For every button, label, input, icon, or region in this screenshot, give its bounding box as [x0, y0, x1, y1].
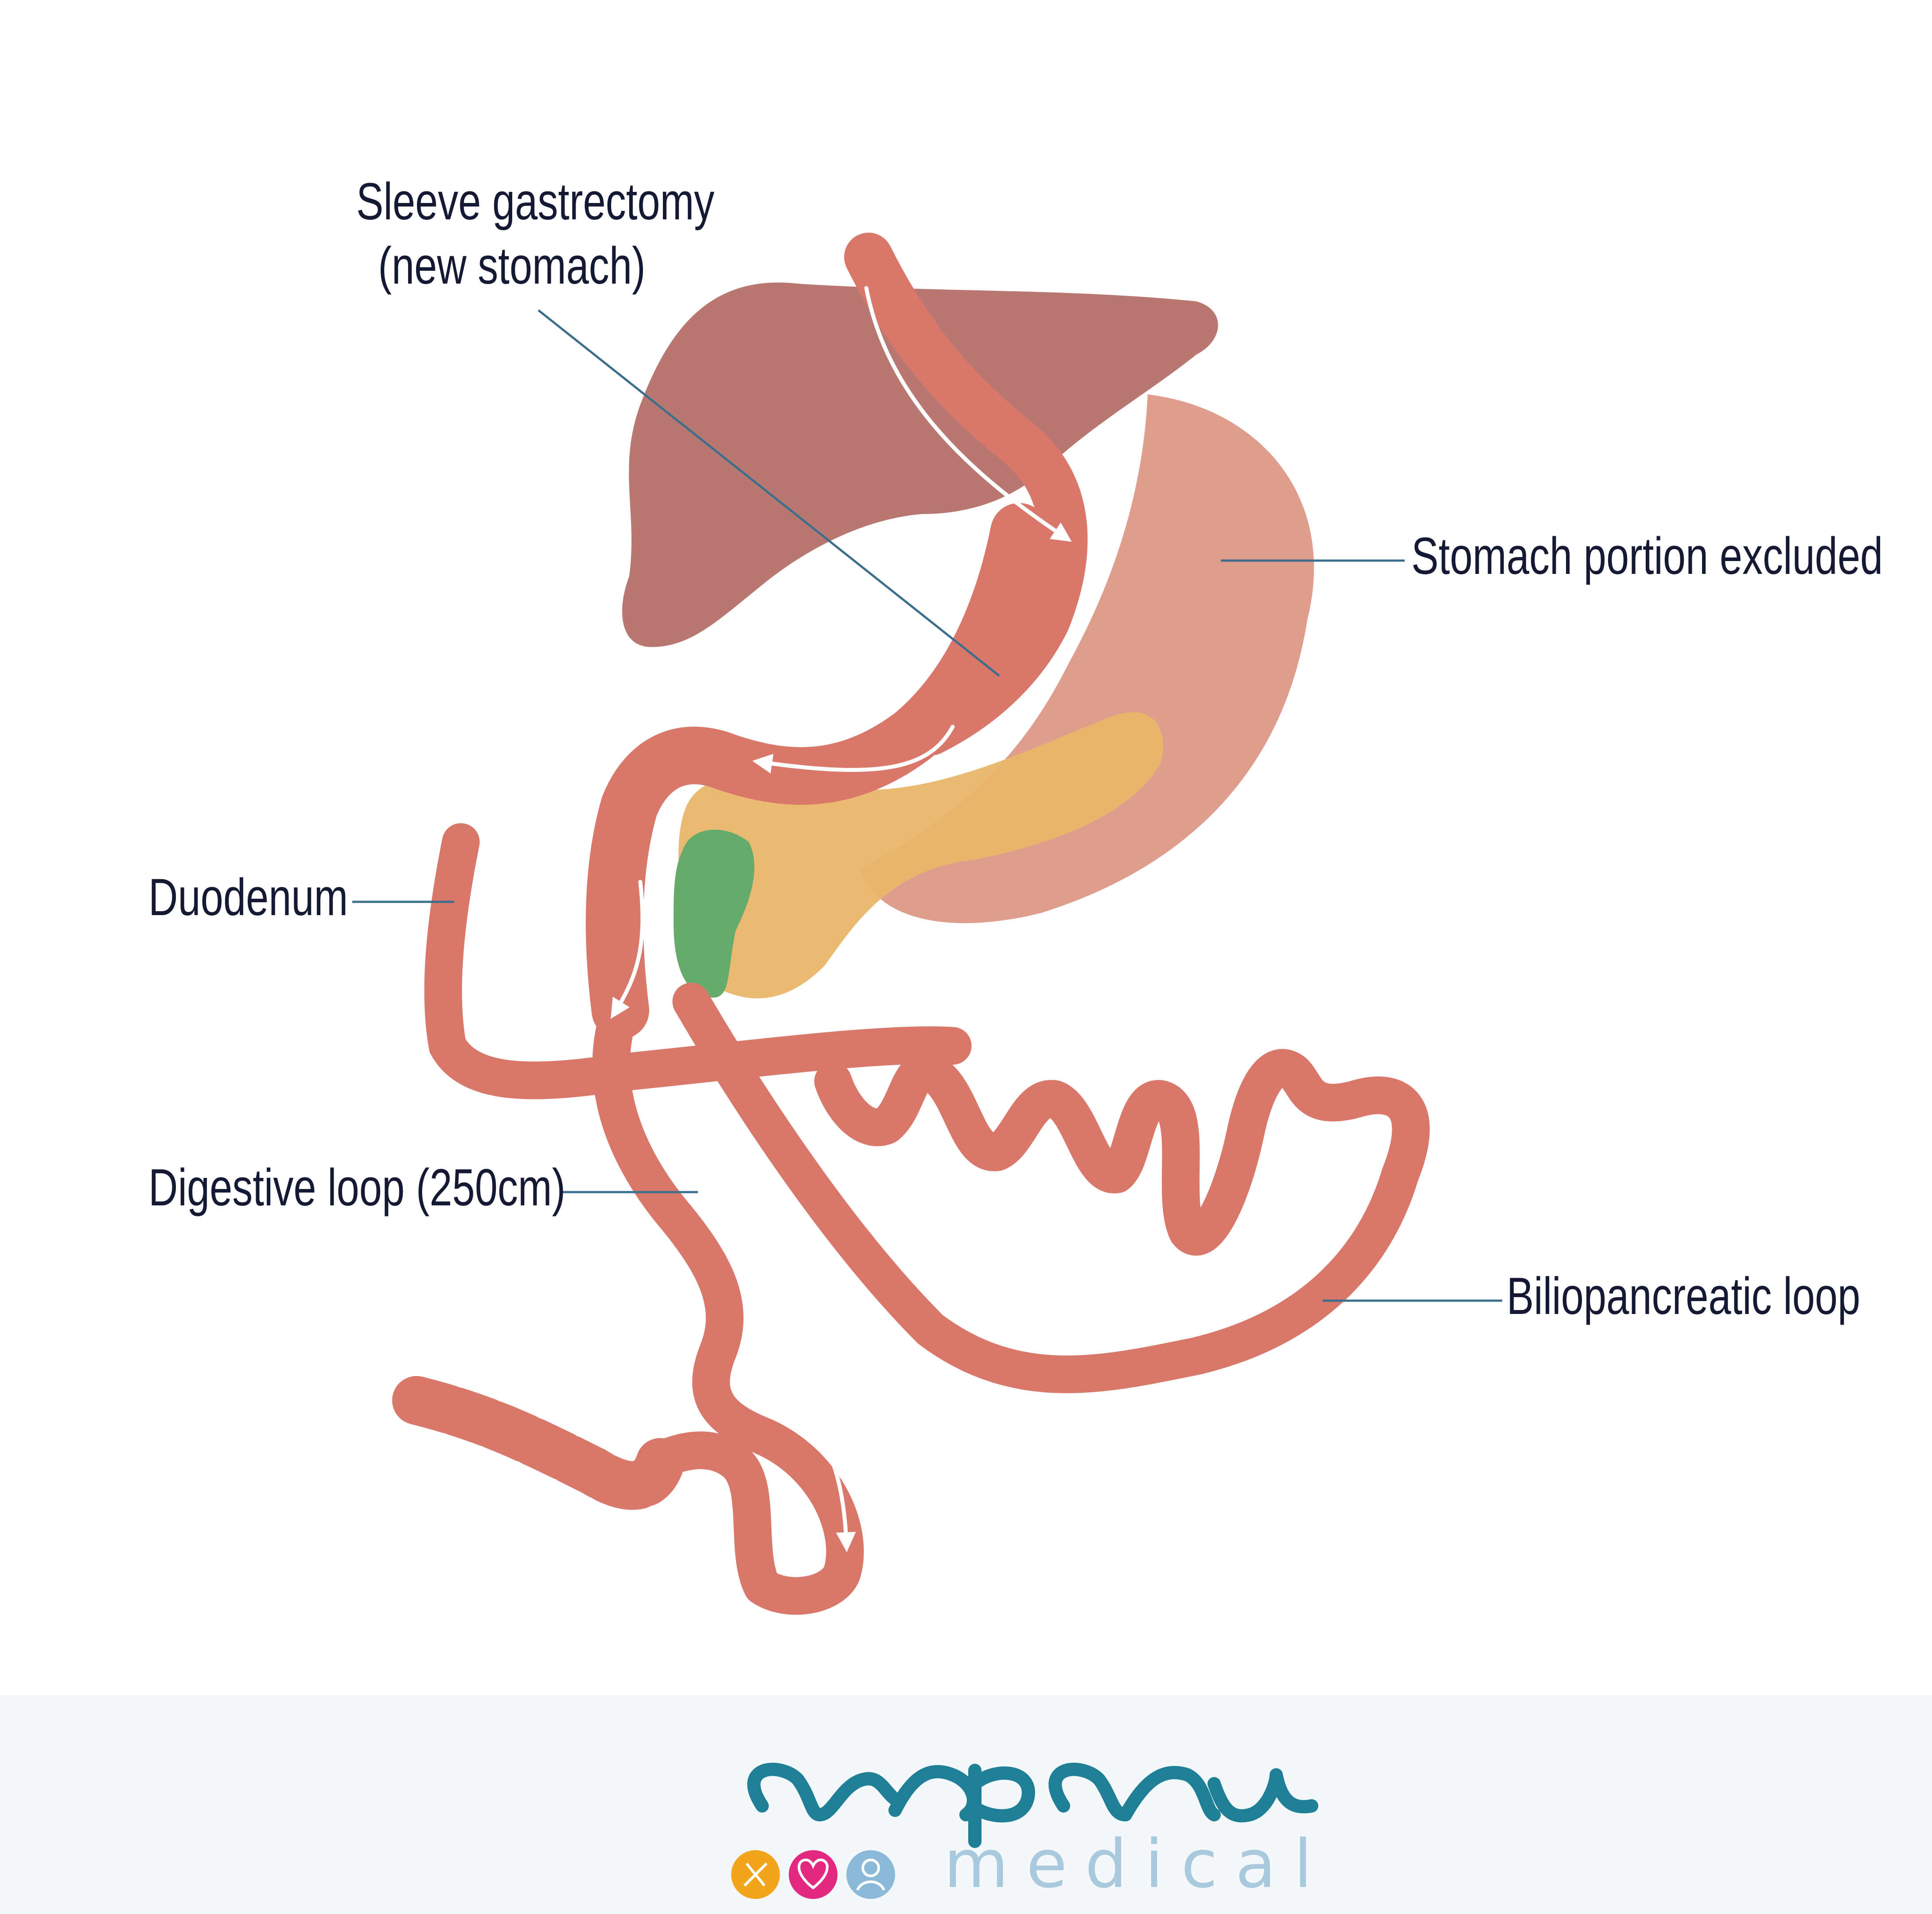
heart-pulse-icon [789, 1850, 837, 1899]
flow-arrows [611, 286, 1072, 1552]
logo-wordmark [747, 1762, 1318, 1848]
leader-lines [352, 309, 1502, 1302]
brand-logo [731, 1762, 1318, 1899]
sleeve-stomach [844, 233, 1088, 756]
stomach-excluded [860, 394, 1314, 924]
sleeve-stomach-body [585, 503, 1048, 1039]
liver [622, 282, 1218, 647]
label-biliopancreatic-loop: Biliopancreatic loop [1507, 1267, 1861, 1325]
label-sleeve-line2: (new stomach) [378, 237, 646, 295]
gallbladder [674, 830, 755, 998]
dna-icon [731, 1850, 780, 1899]
colon [392, 1376, 685, 1510]
digestive-loop-tube [592, 991, 864, 1615]
logo-subword: medical [944, 1826, 1330, 1903]
person-icon [846, 1850, 895, 1899]
biliopancreatic-loop-tube [672, 982, 1430, 1393]
footer: medical [0, 1695, 1932, 1914]
duodenum-tube [424, 823, 972, 1099]
label-duodenum: Duodenum [148, 868, 348, 927]
label-sleeve-line1: Sleeve gastrectomy [356, 172, 715, 231]
leader-sleeve [538, 309, 1000, 677]
label-digestive-loop: Digestive loop (250cm) [148, 1158, 566, 1217]
label-stomach-excluded: Stomach portion excluded [1411, 527, 1883, 585]
